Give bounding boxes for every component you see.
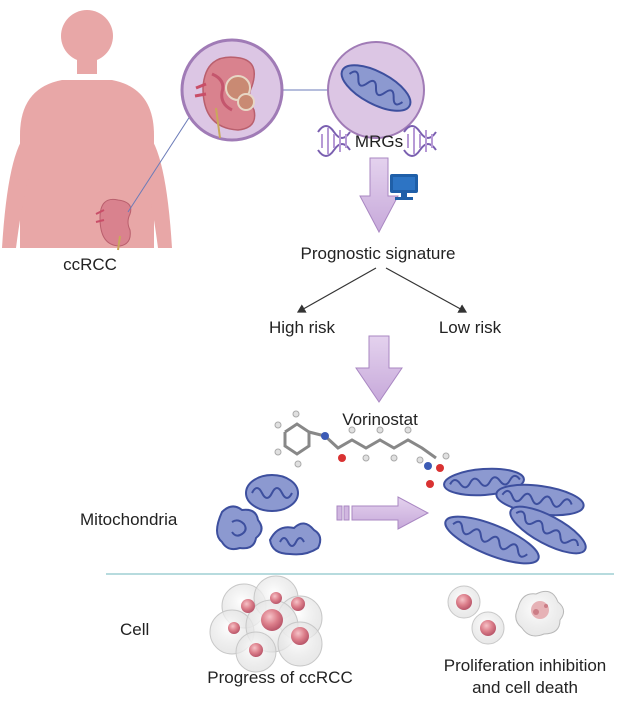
- down-arrow: [359, 157, 399, 234]
- dna-helix-icon: [403, 125, 437, 157]
- right-arrow: [336, 496, 430, 530]
- dna-helix-icon: [317, 125, 351, 157]
- connector-line: [127, 109, 195, 213]
- arrow-to-low-risk: [385, 267, 468, 313]
- mitochondria-before: [216, 474, 322, 556]
- down-arrow: [355, 335, 403, 403]
- computer-monitor-icon: [390, 174, 418, 200]
- cell-icon: [209, 575, 323, 673]
- vorinostat-label: Vorinostat: [342, 410, 418, 429]
- kidney-zoom-circle: [180, 38, 284, 142]
- mitochondria-label: Mitochondria: [80, 510, 178, 529]
- human-body-icon: [2, 10, 172, 248]
- arrow-to-high-risk: [296, 267, 377, 313]
- high-risk-label: High risk: [268, 318, 336, 337]
- mitochondria-after: [443, 467, 587, 565]
- proliferation-label-line1: Proliferation inhibition: [443, 656, 607, 675]
- prognostic-signature-label: Prognostic signature: [300, 244, 456, 263]
- ccrcc-label: ccRCC: [63, 255, 117, 274]
- mrgs-label: MRGs: [354, 132, 404, 151]
- low-risk-label: Low risk: [438, 318, 502, 337]
- mitochondrion-icon: [327, 41, 425, 139]
- cell-label: Cell: [120, 620, 150, 639]
- cell-icon: [447, 585, 564, 645]
- kidney-icon: [95, 198, 132, 251]
- proliferation-label-line2: and cell death: [472, 678, 578, 697]
- progress-label: Progress of ccRCC: [207, 668, 353, 687]
- vorinostat-molecule-icon: [274, 410, 450, 488]
